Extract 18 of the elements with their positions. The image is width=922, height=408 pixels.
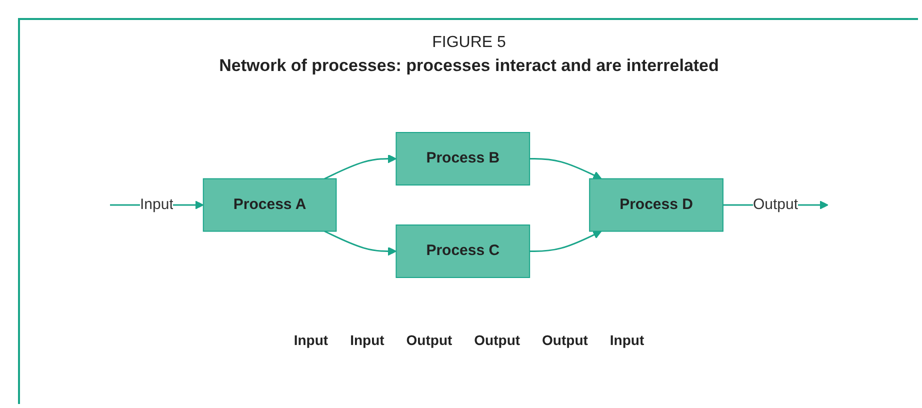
node-box: Process C <box>396 224 530 278</box>
node-box: Process B <box>396 132 530 186</box>
flow-label: Output <box>542 332 588 348</box>
arrow <box>324 230 397 256</box>
node-box: Process A <box>202 178 337 232</box>
flow-label: Input <box>294 332 328 348</box>
flow-label: Input <box>610 332 644 348</box>
arrow <box>324 154 397 180</box>
flow-label: Output <box>406 332 452 348</box>
flow-label: Input <box>350 332 384 348</box>
figure-number: FIGURE 5 <box>432 34 506 51</box>
edge-label: Input <box>140 196 174 213</box>
flow-label: Output <box>474 332 520 348</box>
arrow <box>530 158 602 180</box>
figure-title: Network of processes: processes interact and are interrelated <box>219 56 719 76</box>
node-box: Process D <box>589 178 724 232</box>
edge-label: Output <box>752 196 798 213</box>
arrow <box>530 230 602 252</box>
